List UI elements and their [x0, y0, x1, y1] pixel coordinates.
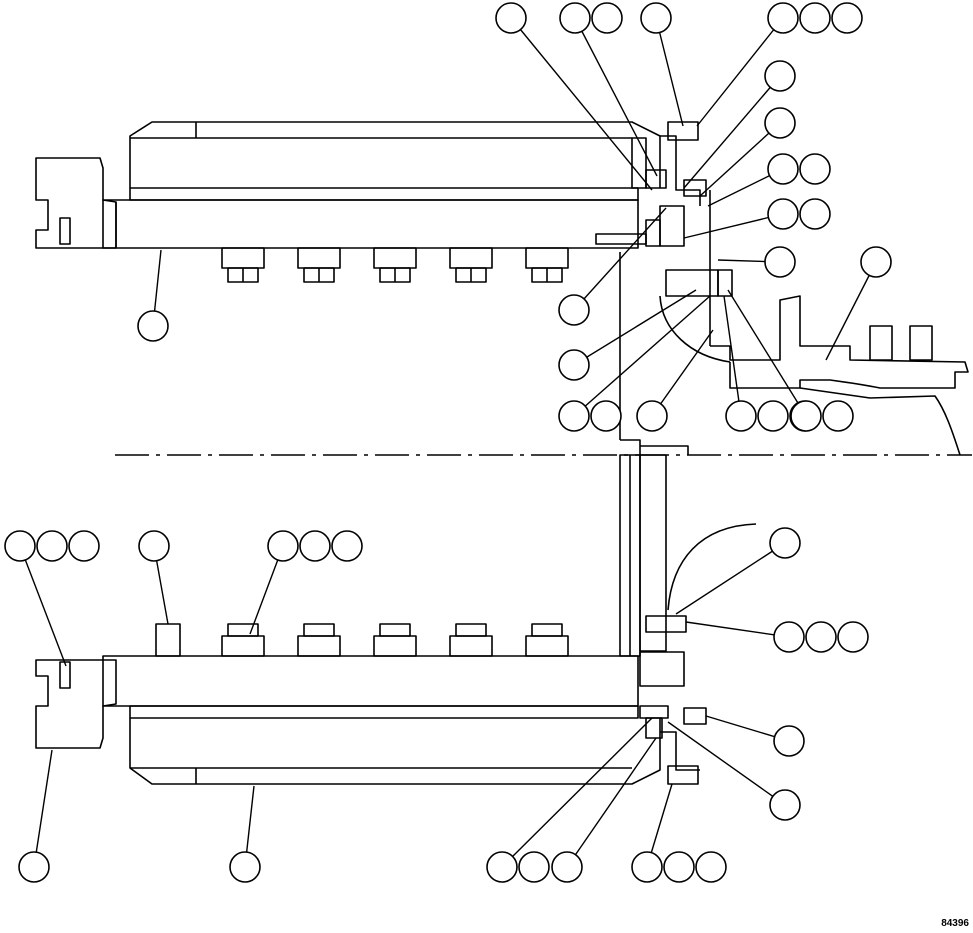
- item-balloon: [299, 530, 331, 562]
- leader-line: [19, 545, 67, 667]
- item-balloon: [663, 851, 695, 883]
- item-balloon: [799, 153, 831, 185]
- item-balloon: [767, 198, 799, 230]
- lower-cover: [129, 718, 661, 785]
- upper-bolt-row: [221, 247, 569, 283]
- leader-lines: [19, 17, 877, 868]
- leader-line: [655, 17, 684, 127]
- item-balloon: [767, 2, 799, 34]
- leader-line: [501, 717, 653, 868]
- leader-line: [566, 737, 657, 868]
- leader-line: [574, 17, 658, 177]
- leader-line: [696, 17, 784, 127]
- item-balloon: [767, 153, 799, 185]
- item-balloon: [822, 400, 854, 432]
- leader-line: [33, 749, 53, 868]
- item-balloon: [518, 851, 550, 883]
- leader-line: [510, 17, 653, 191]
- leader-line: [683, 213, 784, 239]
- item-balloon: [640, 2, 672, 34]
- item-balloon: [764, 107, 796, 139]
- lower-sensor-block: [155, 623, 181, 657]
- item-balloon: [764, 246, 796, 278]
- item-balloon: [631, 851, 663, 883]
- lower-end-bracket: [35, 659, 117, 749]
- lower-frame-plate: [129, 705, 639, 719]
- lower-frame-bar: [102, 655, 639, 707]
- item-balloons: [4, 2, 892, 883]
- item-balloon: [495, 2, 527, 34]
- item-balloon: [138, 530, 170, 562]
- item-balloon: [799, 198, 831, 230]
- leader-line: [699, 122, 781, 197]
- item-balloon: [837, 621, 869, 653]
- leader-line: [825, 261, 877, 361]
- upper-frame-bar: [102, 199, 639, 249]
- lower-half-section: [35, 454, 757, 785]
- item-balloon: [764, 60, 796, 92]
- leader-line: [573, 289, 697, 366]
- figure-id: 84396: [941, 918, 969, 929]
- leader-line: [675, 542, 786, 615]
- item-balloon: [229, 851, 261, 883]
- leader-line: [573, 207, 667, 311]
- item-balloon: [773, 725, 805, 757]
- lower-bolt-row: [221, 623, 569, 657]
- item-balloon: [636, 400, 668, 432]
- item-balloon: [558, 349, 590, 381]
- leader-line: [667, 721, 786, 806]
- leader-line: [573, 295, 711, 417]
- item-balloon: [558, 294, 590, 326]
- upper-frame-plate: [129, 187, 639, 201]
- leader-line: [685, 621, 790, 638]
- item-balloon: [769, 527, 801, 559]
- item-balloon: [4, 530, 36, 562]
- item-balloon: [68, 530, 100, 562]
- item-balloon: [773, 621, 805, 653]
- item-balloon: [805, 621, 837, 653]
- item-balloon: [860, 246, 892, 278]
- item-balloon: [591, 2, 623, 34]
- item-balloon: [725, 400, 757, 432]
- item-balloon: [18, 851, 50, 883]
- item-balloon: [331, 530, 363, 562]
- lower-bracket-nut: [59, 661, 71, 689]
- item-balloon: [831, 2, 863, 34]
- leader-line: [723, 295, 742, 417]
- item-balloon: [590, 400, 622, 432]
- leader-line: [727, 289, 807, 417]
- item-balloon: [486, 851, 518, 883]
- item-balloon: [559, 2, 591, 34]
- leader-line: [651, 329, 714, 417]
- upper-half-section: [35, 121, 969, 456]
- upper-bracket-nut: [59, 217, 71, 245]
- item-balloon: [790, 400, 822, 432]
- item-balloon: [36, 530, 68, 562]
- upper-right-housing: [710, 295, 969, 389]
- item-balloon: [799, 2, 831, 34]
- item-balloon: [137, 310, 169, 342]
- item-balloon: [267, 530, 299, 562]
- item-balloon: [551, 851, 583, 883]
- item-balloon: [695, 851, 727, 883]
- upper-cover: [129, 121, 661, 188]
- item-balloon: [558, 400, 590, 432]
- upper-end-bracket: [35, 157, 117, 249]
- leader-line: [683, 75, 781, 189]
- item-balloon: [757, 400, 789, 432]
- item-balloon: [769, 789, 801, 821]
